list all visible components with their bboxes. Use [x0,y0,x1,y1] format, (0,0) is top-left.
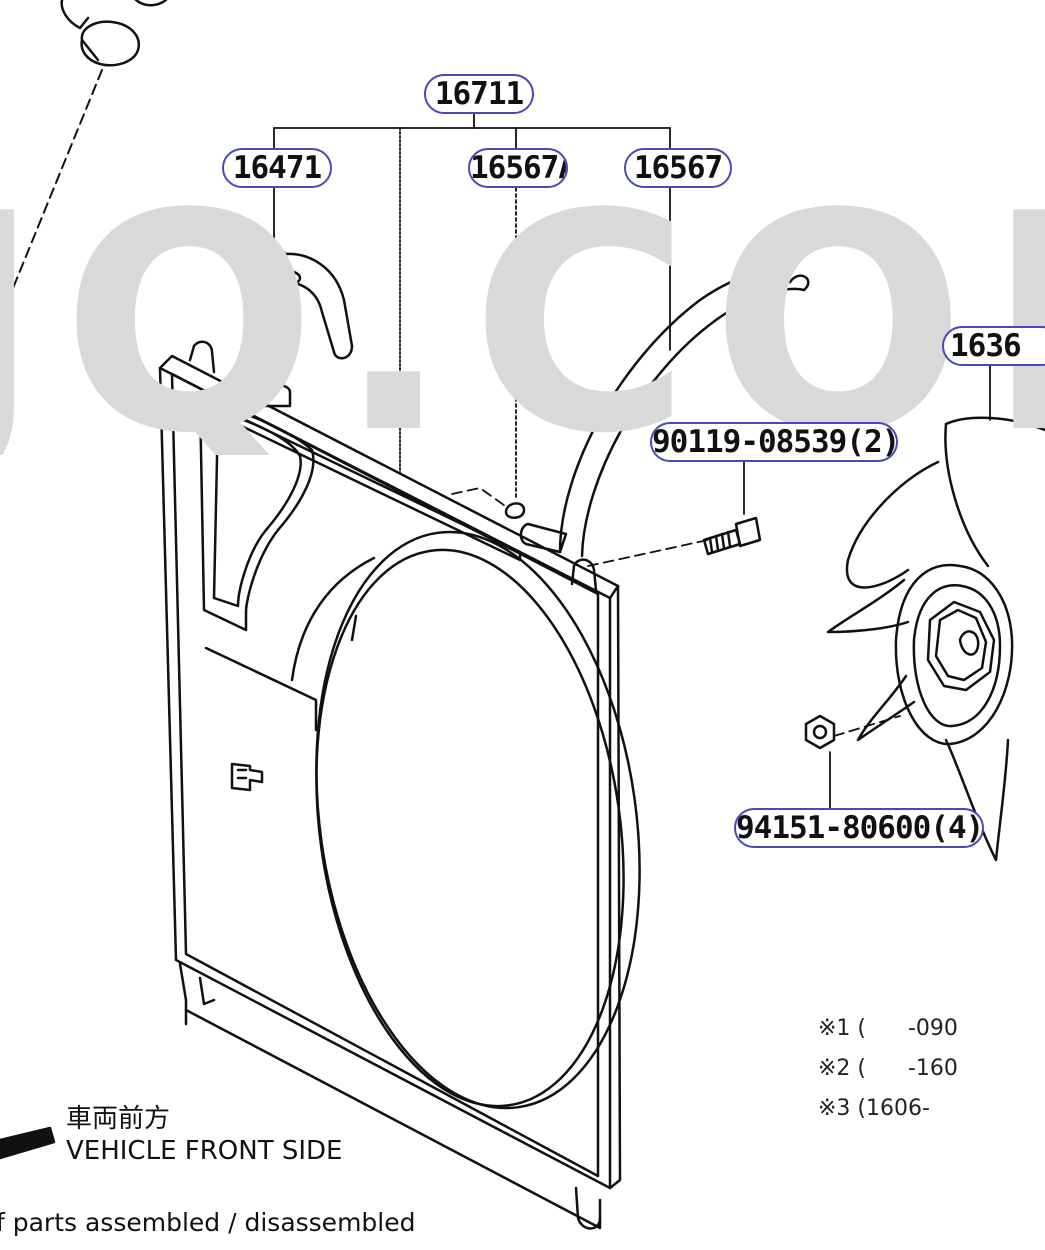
note-2: ※2 ( -160 [818,1056,958,1081]
note-3: ※3 (1606- [818,1096,930,1121]
upper-part-fragment [60,0,168,67]
callout-90119-08539[interactable]: 90119-08539(2) [650,422,898,462]
hose-16567 [519,272,810,558]
callout-94151-80600[interactable]: 94151-80600(4) [734,808,984,848]
callout-1636[interactable]: 1636 [942,326,1045,366]
callout-16567[interactable]: 16567 [624,148,732,188]
dashed-assembly-lines [451,487,901,737]
leader-lines [273,111,991,817]
nut-94151 [804,714,836,750]
fan-ring [290,530,641,1110]
callout-16567A[interactable]: 16567A [468,148,568,188]
cooling-fan [826,416,1045,862]
vehicle-front-label-jp: 車両前方 [66,1104,171,1134]
callout-16711[interactable]: 16711 [424,74,534,114]
clamp-16567A [504,502,526,519]
hose-16471 [244,250,354,360]
callout-16471[interactable]: 16471 [222,148,332,188]
note-1: ※1 ( -090 [818,1016,958,1041]
vehicle-front-label-en: VEHICLE FRONT SIDE [66,1136,343,1166]
vehicle-front-arrow [0,1126,56,1160]
bolt-90119 [702,516,762,556]
dashed-leader-upper [0,69,103,321]
fan-shroud [158,340,622,1230]
footer-note: f parts assembled / disassembled [0,1208,416,1237]
